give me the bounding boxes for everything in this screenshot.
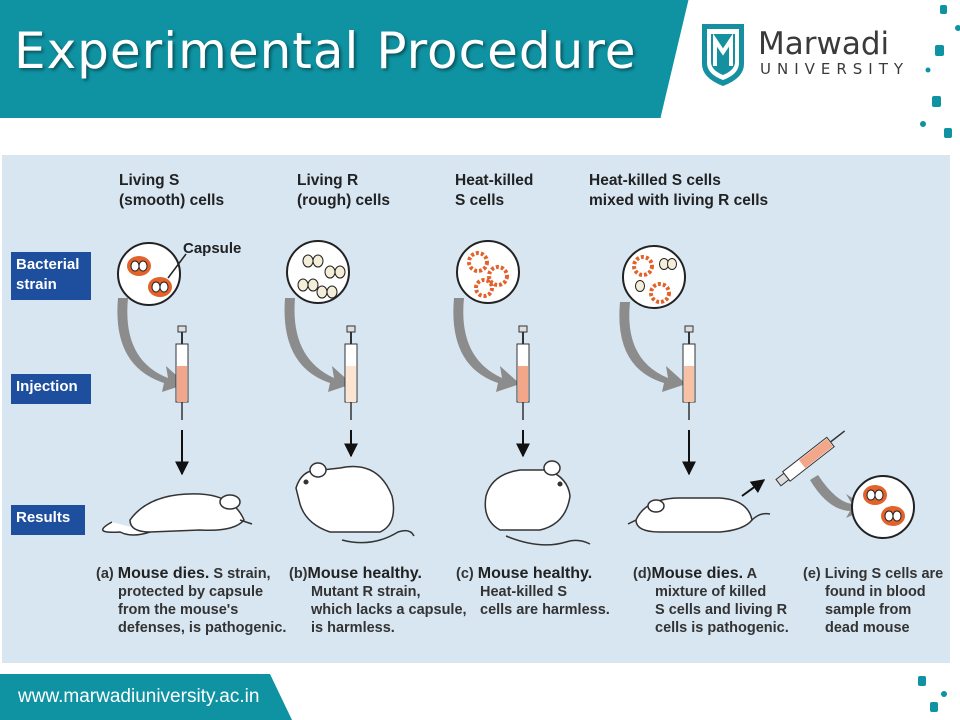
bacteria-circle-mixed (622, 245, 686, 309)
mouse-healthy-b (295, 462, 415, 544)
footer-website-url[interactable]: www.marwadiuniversity.ac.in (18, 686, 260, 707)
bacteria-circle-e-result (851, 475, 915, 539)
syringe-a (175, 325, 189, 420)
caption-a: (a) Mouse dies. S strain, protected by c… (96, 565, 287, 636)
bacteria-circle-r-living (286, 240, 350, 304)
column-heading-living-s: Living S(smooth) cells (119, 172, 225, 209)
syringe-b (344, 325, 358, 420)
syringe-c (516, 325, 530, 420)
header-band (0, 0, 692, 118)
footer-band (0, 674, 947, 720)
row-label-injection: Injection (11, 374, 91, 404)
mouse-healthy-c (484, 460, 591, 546)
bacteria-circle-s-living (117, 242, 187, 306)
curved-arrow-b (284, 298, 352, 392)
row-label-results: Results (11, 505, 85, 535)
diagonal-arrow-d-to-e (741, 479, 766, 497)
decorative-dots-right (920, 5, 960, 138)
syringe-d (682, 325, 696, 420)
university-logo-icon (702, 24, 744, 86)
bacteria-circle-s-heat-killed (456, 240, 520, 304)
mouse-dead-d (627, 497, 771, 533)
curved-arrow-d (619, 302, 686, 392)
column-heading-living-r: Living R(rough) cells (297, 172, 391, 209)
caption-e: (e) Living S cells are found in blood sa… (803, 566, 944, 636)
brand-subtitle: UNIVERSITY (760, 60, 910, 78)
caption-d: (d)Mouse dies. A mixture of killed S cel… (633, 565, 789, 636)
mouse-dead-a (102, 493, 253, 536)
slide-title: Experimental Procedure (14, 22, 637, 80)
capsule-label: Capsule (183, 240, 242, 257)
brand-name: Marwadi (758, 26, 890, 62)
syringe-e (775, 430, 846, 487)
curved-arrow-c (453, 298, 520, 392)
caption-b: (b)Mouse healthy. Mutant R strain, which… (289, 565, 467, 636)
figure-panel (2, 155, 950, 663)
caption-c: (c) Mouse healthy. Heat-killed S cells a… (456, 565, 610, 618)
